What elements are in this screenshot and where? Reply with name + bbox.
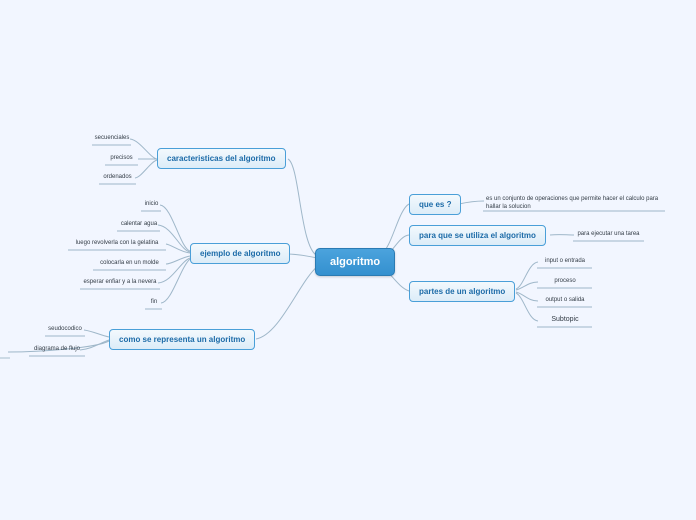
leaf-seudocodico[interactable]: seudocodico — [48, 326, 82, 332]
branch-como-se-representa-un-algoritmo[interactable]: como se representa un algoritmo — [109, 329, 256, 350]
leaf-fin[interactable]: fin — [150, 299, 158, 305]
branch-ejemplo-de-algoritmo[interactable]: ejemplo de algoritmo — [190, 243, 291, 264]
leaf-es-un-conjunto-de-operaciones[interactable]: es un conjunto de operaciones que permit… — [486, 196, 659, 211]
branch-que-es[interactable]: que es ? — [409, 194, 462, 215]
leaf-diagrama-de-flujo[interactable]: diagrama de flujo — [33, 346, 81, 352]
branch-partes-de-un-algoritmo[interactable]: partes de un algoritmo — [409, 281, 516, 302]
leaf-ordenados[interactable]: ordenados — [103, 174, 132, 180]
leaf-colocarla-en-un-molde[interactable]: colocarla en un molde — [100, 260, 159, 266]
leaf-esperar-enfiar-y-a-la-nevera[interactable]: esperar enfiar y a la nevera — [83, 279, 157, 285]
leaf-input-o-entrada[interactable]: input o entrada — [544, 258, 586, 264]
leaf-para-ejecutar-una-tarea[interactable]: para ejecutar una tarea — [577, 231, 640, 237]
branch-caracteristicas-del-algoritmo[interactable]: caracteristicas del algoritmo — [157, 148, 286, 169]
leaf-precisos[interactable]: precisos — [110, 155, 133, 161]
leaf-proceso[interactable]: proceso — [554, 278, 576, 284]
leaf-calentar-agua[interactable]: calentar agua — [120, 221, 158, 227]
leaf-output-o-salida[interactable]: output o salida — [545, 297, 585, 303]
root-node-algoritmo[interactable]: algoritmo — [315, 248, 396, 276]
leaf-secuenciales[interactable]: secuenciales — [94, 135, 130, 141]
leaf-inicio[interactable]: inicio — [144, 201, 159, 207]
leaf-subtopic[interactable]: Subtopic — [551, 316, 579, 323]
leaf-luego-revolverla-con-la-gelatina[interactable]: luego revolverla con la gelatina — [75, 240, 159, 246]
branch-para-que-se-utiliza-el-algoritmo[interactable]: para que se utiliza el algoritmo — [409, 225, 546, 246]
